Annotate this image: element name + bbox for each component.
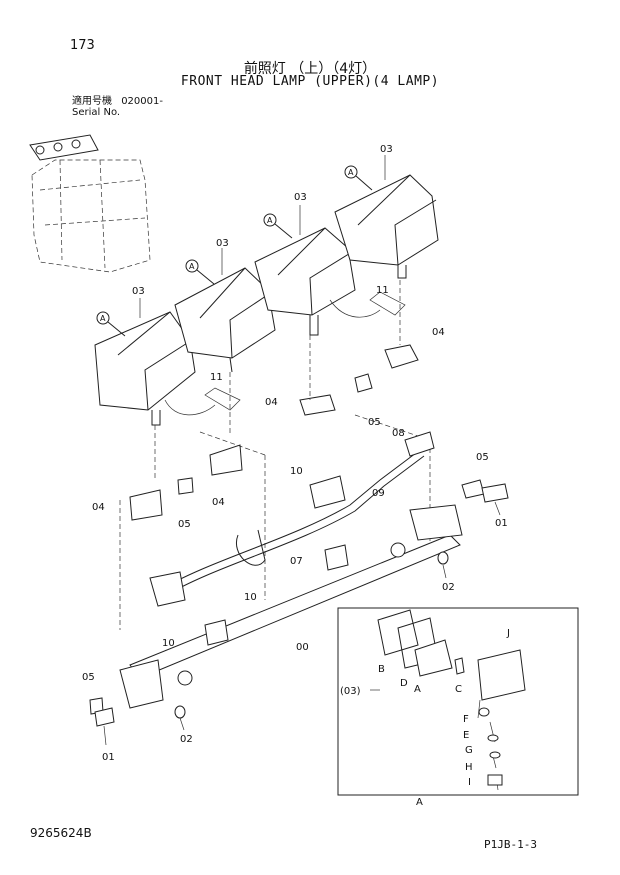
title-english: FRONT HEAD LAMP (UPPER)(4 LAMP) <box>180 74 440 89</box>
brackets-04 <box>129 344 419 521</box>
head-lamp-4 <box>334 174 439 279</box>
callout-harness-11-top: 11 <box>376 285 389 296</box>
title-japanese: 前照灯 （上）（4灯） <box>243 61 377 77</box>
callout-clip-08: 08 <box>392 428 405 439</box>
callout-lamp-1: 03 <box>132 286 145 297</box>
callout-bracket-04-left-a: 04 <box>212 497 225 508</box>
detail-letter-j: J <box>506 628 510 639</box>
head-lamp-3 <box>254 227 356 336</box>
callout-clip-09: 09 <box>372 488 385 499</box>
serial-label-jp: 適用号機 <box>72 96 112 107</box>
marker-a-3: A <box>267 216 273 225</box>
detail-letter-a: A <box>414 684 421 695</box>
serial-label-en: Serial No. <box>72 107 121 118</box>
detail-letter-e: E <box>463 730 469 741</box>
head-lamp-2 <box>174 267 276 373</box>
page-reference: P1JB-1-3 <box>484 838 537 851</box>
callout-bolt-05-lower: 05 <box>82 672 95 683</box>
detail-letter-f: F <box>463 714 469 725</box>
leader-lines <box>139 155 386 318</box>
callout-clamp-10b: 10 <box>244 592 257 603</box>
callout-washer-02-left: 02 <box>180 734 193 745</box>
callout-harness-07: 07 <box>290 556 303 567</box>
callout-washer-02-right: 02 <box>442 582 455 593</box>
detail-box <box>337 607 579 796</box>
page-number: 173 <box>70 38 95 53</box>
callout-harness-11-mid: 11 <box>210 372 223 383</box>
callout-lamp-3: 03 <box>294 192 307 203</box>
machine-outline <box>29 134 151 273</box>
callout-bracket-04-mid: 04 <box>265 397 278 408</box>
detail-letter-b: B <box>378 664 385 675</box>
callout-bolt-05-mid: 05 <box>368 417 381 428</box>
marker-a-2: A <box>189 262 195 271</box>
callout-lamp-4: 03 <box>380 144 393 155</box>
serial-block: 適用号機 020001- Serial No. <box>72 96 163 118</box>
mounting-bar-00 <box>119 504 463 709</box>
detail-letter-i: I <box>468 777 471 788</box>
callout-bolt-01-right: 01 <box>495 518 508 529</box>
document-number: 9265624B <box>30 826 92 840</box>
detail-letter-g: G <box>465 745 473 756</box>
detail-ref-label: (03) <box>340 686 361 697</box>
callout-bolt-01-left: 01 <box>102 752 115 763</box>
harness-07 <box>149 431 435 607</box>
callout-bolt-05-right: 05 <box>476 452 489 463</box>
detail-bottom-label: A <box>416 797 423 808</box>
callout-clamp-10c: 10 <box>162 638 175 649</box>
harness-11 <box>164 291 406 416</box>
projection-lines <box>119 280 431 630</box>
bolts-01-washers-02 <box>94 483 509 746</box>
bolts-05 <box>89 373 485 715</box>
marker-a-4: A <box>348 168 354 177</box>
callout-lamp-2: 03 <box>216 238 229 249</box>
marker-a-group <box>96 165 373 337</box>
callout-bolt-05-left: 05 <box>178 519 191 530</box>
marker-a-1: A <box>100 314 106 323</box>
serial-value: 020001- <box>121 96 163 107</box>
detail-letter-h: H <box>465 762 473 773</box>
callout-bracket-04-left-b: 04 <box>92 502 105 513</box>
detail-letter-d: D <box>400 678 408 689</box>
callout-bracket-04-right: 04 <box>432 327 445 338</box>
callout-clamp-10a: 10 <box>290 466 303 477</box>
detail-letter-c: C <box>455 684 462 695</box>
callout-bar-00: 00 <box>296 642 309 653</box>
head-lamp-1 <box>94 311 196 426</box>
